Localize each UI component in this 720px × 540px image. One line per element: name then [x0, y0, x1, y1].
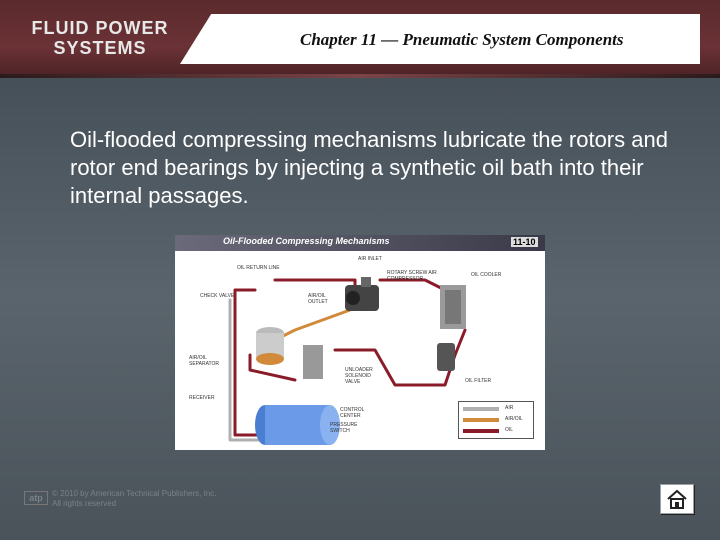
label-control-center: CONTROL CENTER — [340, 407, 365, 419]
legend-label: AIR — [505, 405, 514, 411]
figure-number: 11-10 — [511, 237, 538, 247]
legend-row: OIL — [463, 427, 533, 435]
copyright-notice: © 2010 by American Technical Publishers,… — [52, 489, 217, 509]
copyright-line-1: © 2010 by American Technical Publishers,… — [52, 489, 217, 498]
chapter-title: Chapter 11 — Pneumatic System Components — [300, 30, 624, 49]
legend-label: AIR/OIL — [505, 416, 523, 422]
legend: AIR AIR/OIL OIL — [458, 401, 534, 439]
air-oil-separator-drawing — [256, 327, 284, 365]
legend-swatch — [463, 418, 499, 422]
oil-line-pipe-3 — [333, 328, 467, 387]
copyright-line-2: All rights reserved — [52, 499, 117, 508]
oil-line-pipe-4 — [248, 353, 297, 382]
label-unloader-valve: UNLOADER SOLENOID VALVE — [345, 367, 373, 385]
legend-swatch — [463, 407, 499, 411]
title-box — [180, 14, 700, 64]
figure-title: Oil-Flooded Compressing Mechanisms — [223, 236, 390, 246]
label-air-inlet: AIR INLET — [358, 256, 382, 262]
label-check-valve: CHECK VALVE — [200, 293, 235, 299]
label-receiver: RECEIVER — [189, 395, 215, 401]
label-compressor: ROTARY SCREW AIR COMPRESSOR — [387, 270, 437, 282]
label-pressure-switch: PRESSURE SWITCH — [330, 422, 358, 434]
pneumatic-diagram — [228, 277, 467, 445]
unloader-valve-drawing — [303, 345, 323, 379]
label-oil-return-line: OIL RETURN LINE — [237, 265, 280, 271]
home-button[interactable] — [660, 484, 694, 514]
air-oil-outlet-pipe — [273, 308, 352, 342]
label-oil-cooler: OIL COOLER — [471, 272, 502, 278]
legend-label: OIL — [505, 427, 514, 433]
oil-filter-drawing — [437, 343, 455, 371]
atp-logo: atp — [24, 491, 48, 505]
slide-body-text: Oil-flooded compressing mechanisms lubri… — [70, 127, 668, 208]
receiver-tank-drawing — [255, 405, 340, 445]
legend-row: AIR/OIL — [463, 416, 533, 424]
label-oil-filter: OIL FILTER — [465, 378, 492, 384]
figure-title-band — [175, 235, 545, 251]
logo-line-2: SYSTEMS — [53, 38, 147, 58]
legend-row: AIR — [463, 405, 533, 413]
label-air-oil-separator: AIR/OIL SEPARATOR — [189, 355, 220, 367]
compressor-drawing — [345, 277, 379, 311]
home-icon — [667, 489, 687, 509]
header-divider — [0, 74, 720, 78]
logo-line-1: FLUID POWER — [31, 18, 169, 38]
oil-cooler-drawing — [440, 285, 466, 329]
figure-oil-flooded-compressing-mechanisms: Oil-Flooded Compressing Mechanisms 11-10 — [175, 235, 545, 450]
fluid-power-systems-logo: FLUID POWER SYSTEMS — [10, 18, 190, 68]
oil-line-pipe-2 — [378, 278, 447, 292]
legend-swatch — [463, 429, 499, 433]
label-air-oil-outlet: AIR/OIL OUTLET — [308, 293, 328, 305]
oil-return-line-pipe — [233, 288, 267, 437]
